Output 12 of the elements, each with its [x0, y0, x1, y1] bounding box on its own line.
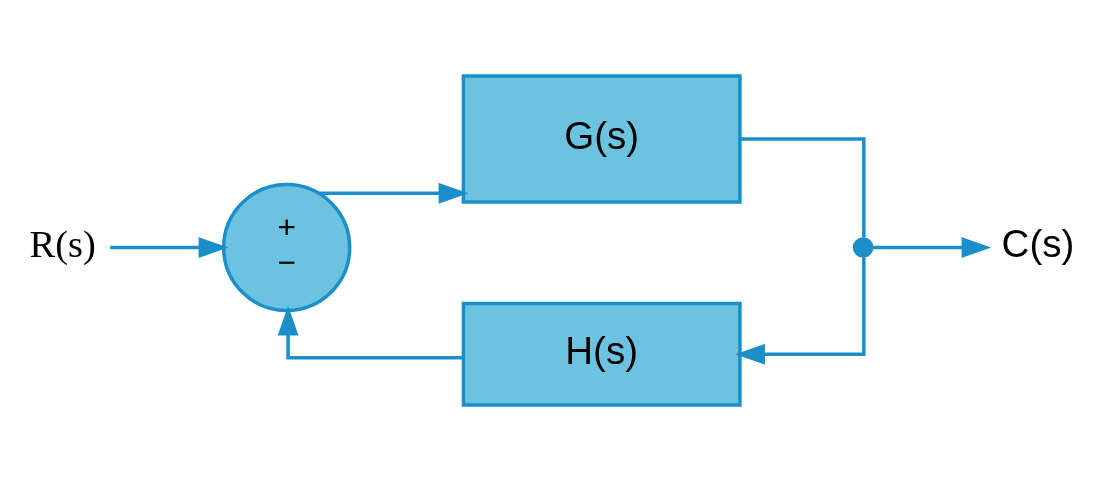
arrow	[110, 237, 229, 258]
node-circle: + −	[221, 182, 352, 313]
node-text: C(s)	[1001, 222, 1075, 266]
node-text: R(s)	[29, 223, 96, 266]
arrow	[319, 182, 469, 204]
node-box: H(s)	[461, 301, 742, 407]
node-circle	[852, 237, 874, 258]
arrow	[277, 305, 464, 360]
arrow	[873, 237, 992, 258]
connector	[740, 137, 866, 238]
arrow	[735, 257, 866, 365]
node-box: G(s)	[461, 74, 742, 204]
